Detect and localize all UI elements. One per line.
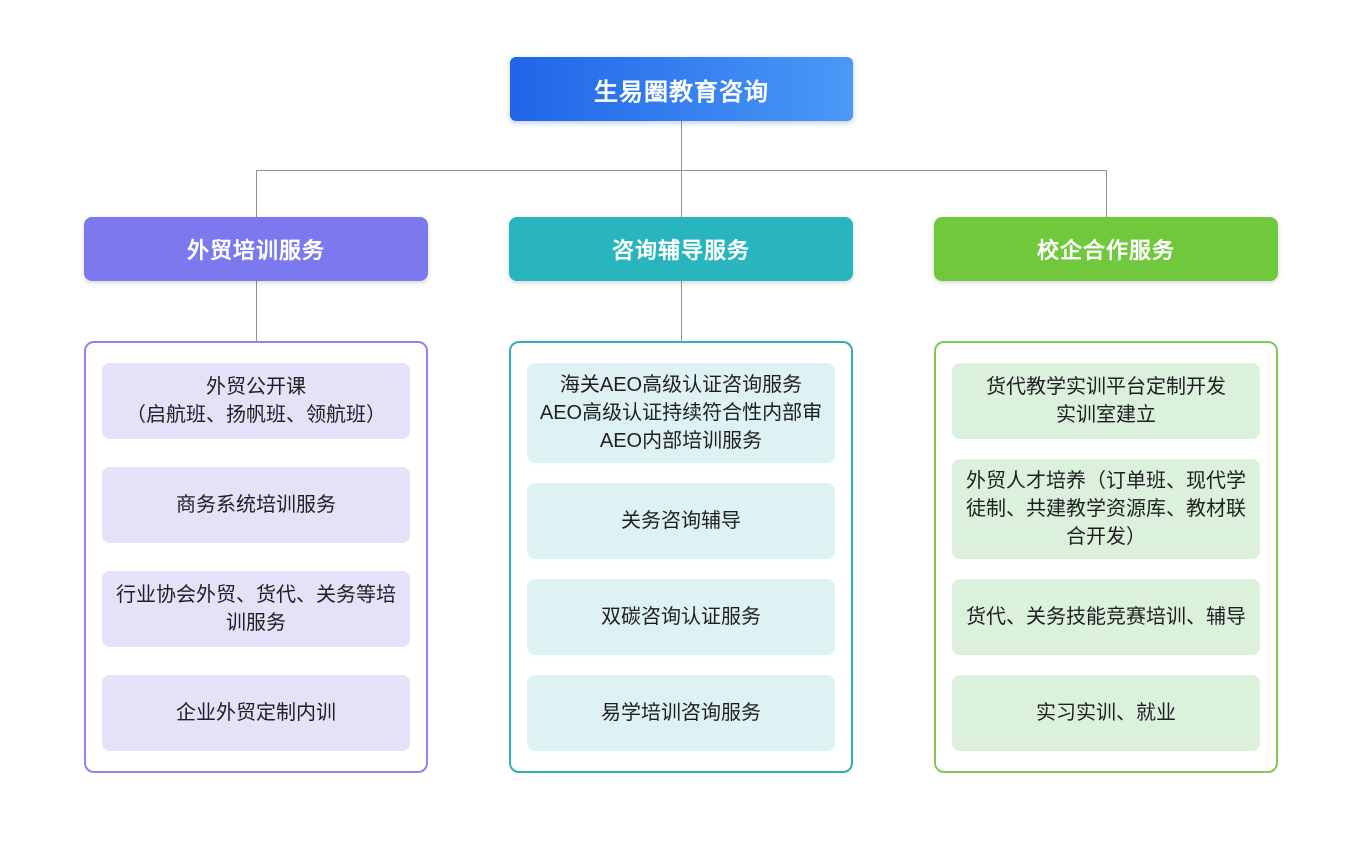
- branch-header-foreign-trade-training[interactable]: 外贸培训服务: [84, 217, 428, 281]
- connector-mid-group-stem: [681, 281, 682, 341]
- service-item[interactable]: 外贸人才培养（订单班、现代学徒制、共建教学资源库、教材联合开发）: [952, 459, 1260, 559]
- service-item[interactable]: 关务咨询辅导: [527, 483, 835, 559]
- branch-header-school-enterprise[interactable]: 校企合作服务: [934, 217, 1278, 281]
- branch-header-consulting-coaching[interactable]: 咨询辅导服务: [509, 217, 853, 281]
- branch-group-foreign-trade-training: 外贸公开课 （启航班、扬帆班、领航班） 商务系统培训服务 行业协会外贸、货代、关…: [84, 341, 428, 773]
- service-item[interactable]: 行业协会外贸、货代、关务等培训服务: [102, 571, 410, 647]
- branch-group-consulting-coaching: 海关AEO高级认证咨询服务 AEO高级认证持续符合性内部审 AEO内部培训服务 …: [509, 341, 853, 773]
- connector-branch-mid-drop: [681, 170, 682, 217]
- branch-group-school-enterprise: 货代教学实训平台定制开发 实训室建立 外贸人才培养（订单班、现代学徒制、共建教学…: [934, 341, 1278, 773]
- connector-left-group-stem: [256, 281, 257, 341]
- connector-branch-right-drop: [1106, 170, 1107, 217]
- branch-header-label: 咨询辅导服务: [611, 238, 750, 263]
- service-item[interactable]: 双碳咨询认证服务: [527, 579, 835, 655]
- service-item[interactable]: 货代、关务技能竞赛培训、辅导: [952, 579, 1260, 655]
- service-item[interactable]: 外贸公开课 （启航班、扬帆班、领航班）: [102, 363, 410, 439]
- branch-header-label: 外贸培训服务: [186, 238, 325, 263]
- service-item[interactable]: 海关AEO高级认证咨询服务 AEO高级认证持续符合性内部审 AEO内部培训服务: [527, 363, 835, 463]
- branch-header-label: 校企合作服务: [1036, 238, 1175, 263]
- connector-root-stem: [681, 121, 682, 170]
- service-item[interactable]: 易学培训咨询服务: [527, 675, 835, 751]
- service-item[interactable]: 商务系统培训服务: [102, 467, 410, 543]
- service-item[interactable]: 货代教学实训平台定制开发 实训室建立: [952, 363, 1260, 439]
- connector-branch-left-drop: [256, 170, 257, 217]
- root-node-label: 生易圈教育咨询: [594, 78, 769, 106]
- root-node[interactable]: 生易圈教育咨询: [510, 57, 853, 121]
- service-item[interactable]: 实习实训、就业: [952, 675, 1260, 751]
- service-item[interactable]: 企业外贸定制内训: [102, 675, 410, 751]
